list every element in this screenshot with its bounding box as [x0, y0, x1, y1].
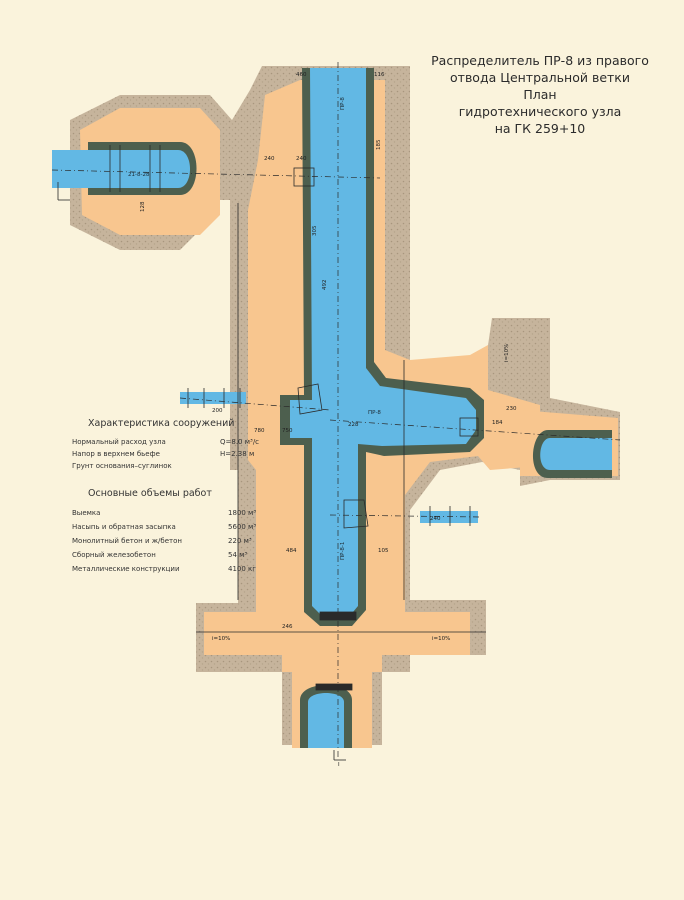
- row-value: 5600 м³: [228, 523, 257, 531]
- row-label: Напор в верхнем бьефе: [72, 450, 160, 458]
- slope-label-right: i=10%: [432, 636, 450, 642]
- row-label: Монолитный бетон и ж/бетон: [72, 537, 182, 545]
- row-value: 1800 м³: [228, 509, 257, 517]
- title-line: отвода Центральной ветки: [450, 70, 630, 85]
- dim-label: 185: [376, 139, 382, 150]
- dim-label: 240: [296, 156, 307, 162]
- dim-label: 184: [492, 420, 503, 426]
- row-value: Q=8.0 м³/с: [220, 438, 260, 446]
- row-label: Насыпь и обратная засыпка: [72, 523, 176, 531]
- canal-label-main: ПР-8: [340, 97, 346, 110]
- dim-label: 200: [212, 408, 223, 414]
- row-label: Сборный железобетон: [72, 551, 156, 559]
- row-label: Нормальный расход узла: [72, 438, 166, 446]
- dim-label: 240: [264, 156, 275, 162]
- dim-label: 228: [348, 422, 359, 428]
- dim-label: 484: [286, 548, 297, 554]
- volumes-heading: Основные объемы работ: [88, 488, 212, 499]
- characteristics-row: Нормальный расход узла Q=8.0 м³/с: [72, 436, 272, 448]
- characteristics-row: Грунт основания–суглинок: [72, 460, 272, 472]
- dim-label: 780: [254, 428, 265, 434]
- drawing-title: Распределитель ПР-8 из правого отвода Це…: [410, 52, 670, 137]
- outlet-label-left: 21-8-28: [128, 172, 150, 178]
- characteristics-heading: Характеристика сооружений: [88, 418, 235, 429]
- title-line: на ГК 259+10: [494, 121, 586, 136]
- row-label: Металлические конструкции: [72, 565, 180, 573]
- water-channels: [52, 68, 612, 748]
- dim-label: 460: [296, 72, 307, 78]
- volume-row: Выемка 1800 м³: [72, 506, 272, 520]
- title-line: гидротехнического узла: [458, 104, 622, 119]
- row-value: 4100 кг: [228, 565, 256, 573]
- dim-label: 492: [322, 280, 328, 291]
- volumes-section: Основные объемы работ Выемка 1800 м³ Нас…: [72, 488, 272, 576]
- row-value: [220, 460, 272, 472]
- slope-label-left: i=10%: [212, 636, 230, 642]
- dim-label: 128: [140, 201, 146, 212]
- dim-label: 305: [312, 225, 318, 236]
- title-line: Распределитель ПР-8 из правого: [431, 53, 649, 68]
- centerlines: [51, 62, 621, 760]
- dim-label: 240: [430, 516, 441, 522]
- dim-label: 230: [506, 406, 517, 412]
- dim-label: 105: [378, 548, 389, 554]
- dim-label: 750: [282, 428, 293, 434]
- canal-label-lower: ПР-8-1: [340, 542, 346, 560]
- volume-row: Насыпь и обратная засыпка 5600 м³: [72, 520, 272, 534]
- row-value: 54 м³: [228, 551, 248, 559]
- volume-row: Сборный железобетон 54 м³: [72, 548, 272, 562]
- volume-row: Монолитный бетон и ж/бетон 220 м³: [72, 534, 272, 548]
- characteristics-row: Напор в верхнем бьефе H=2.38 м: [72, 448, 272, 460]
- drawing-labels: i=10% i=10% i=10% I ПР-8 ПР-8 ПР-8-1 21-…: [128, 72, 517, 768]
- dim-label: 116: [374, 72, 385, 78]
- section-mark: I: [338, 762, 340, 768]
- row-value: 220 м³: [228, 537, 252, 545]
- row-label: Выемка: [72, 509, 101, 517]
- slope-label-channel: i=10%: [504, 344, 510, 362]
- row-label: Грунт основания–суглинок: [72, 462, 172, 470]
- title-line: План: [523, 87, 557, 102]
- dim-label: 246: [282, 624, 293, 630]
- volume-row: Металлические конструкции 4100 кг: [72, 562, 272, 576]
- specifications-block: Характеристика сооружений Нормальный рас…: [72, 418, 272, 576]
- structure-outlines: [57, 145, 486, 761]
- row-value: H=2.38 м: [220, 450, 255, 458]
- canal-label-branch: ПР-8: [368, 410, 381, 416]
